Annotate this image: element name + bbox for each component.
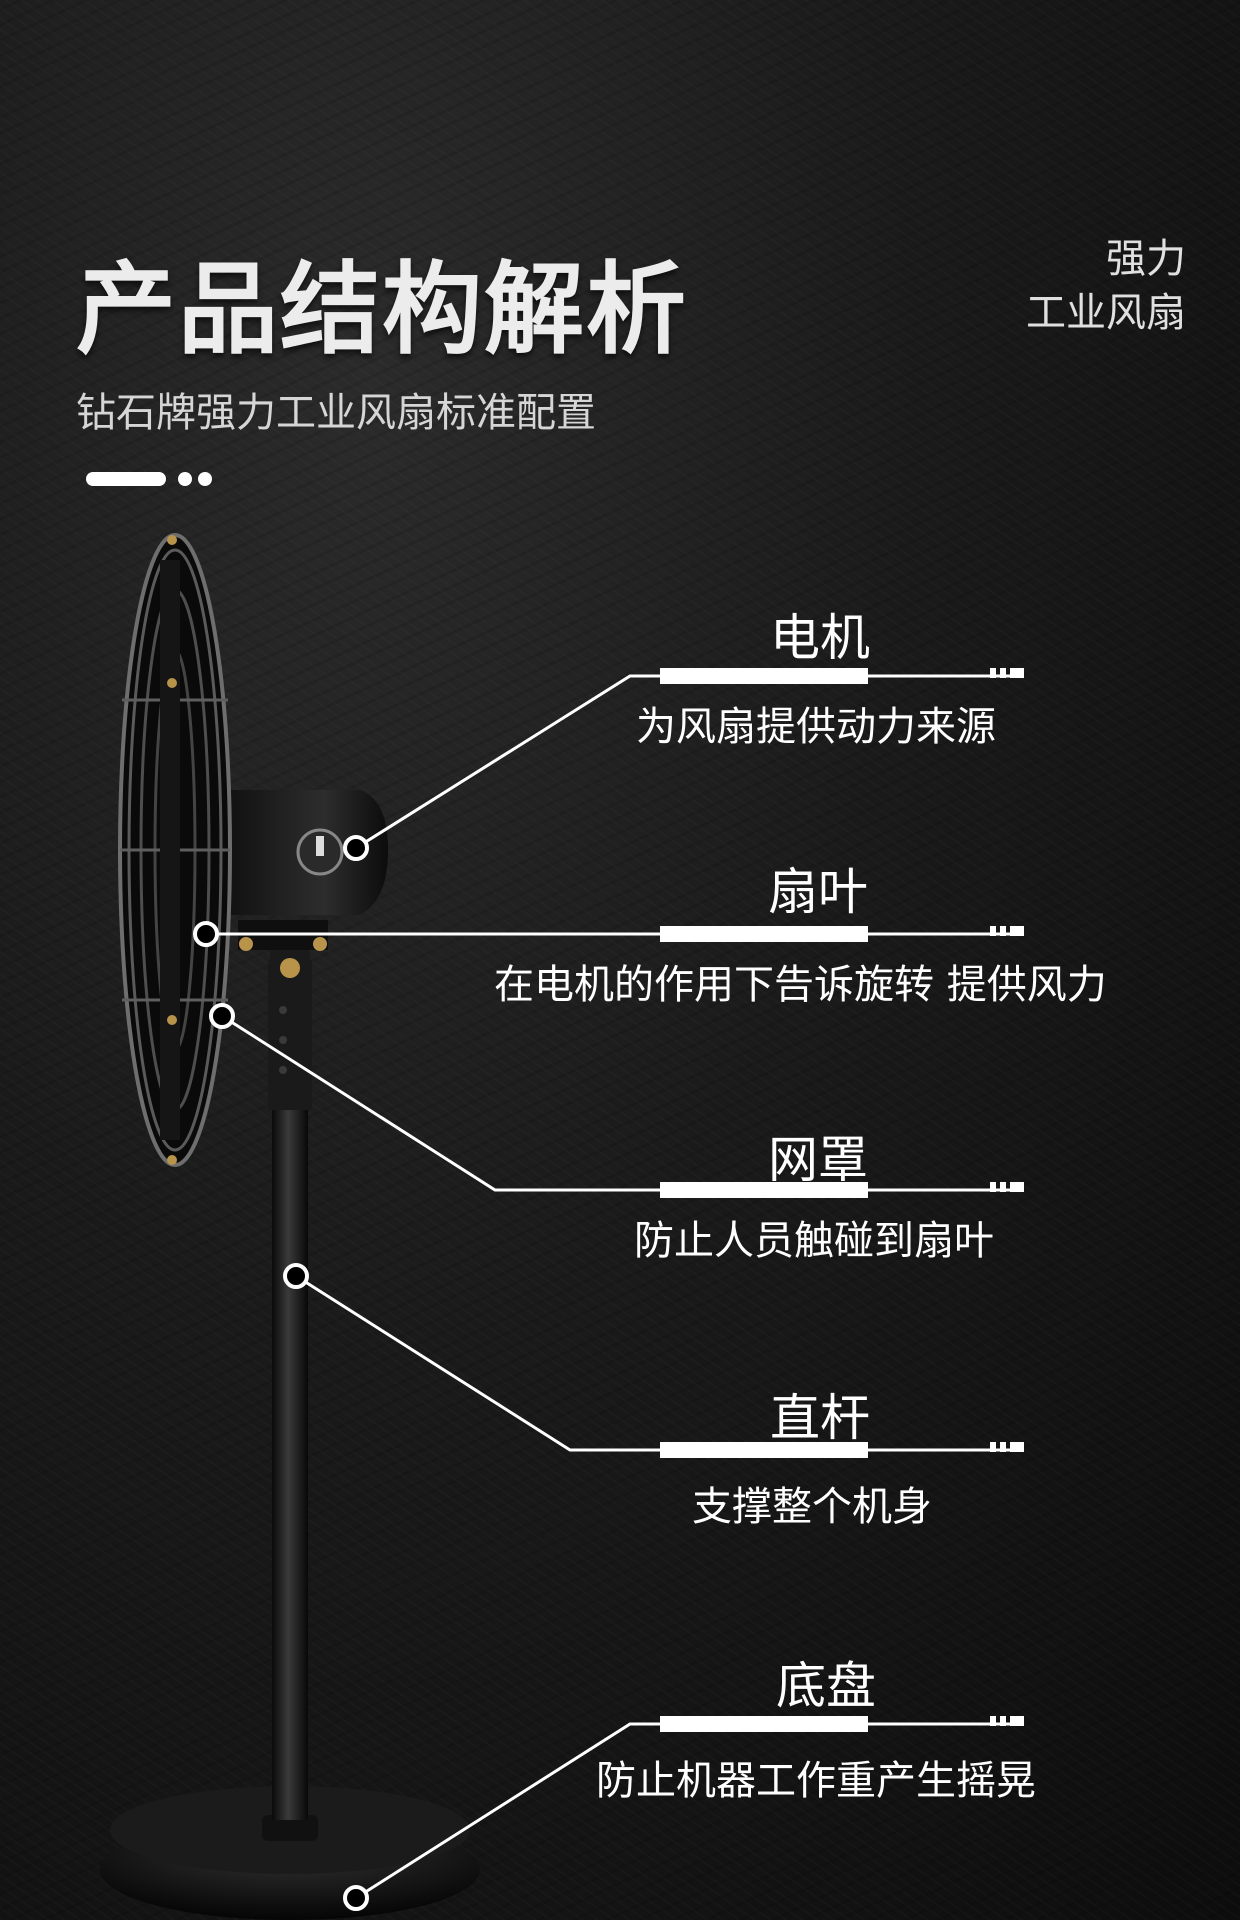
callout-line-base [355, 1722, 1010, 1900]
decorative-dot [198, 472, 212, 486]
anchor-blade [193, 921, 219, 947]
product-tag: 强力 工业风扇 [1026, 232, 1186, 340]
fan-guard [118, 533, 232, 1167]
part-title-guard: 网罩 [768, 1131, 868, 1189]
decorative-bar [86, 472, 166, 486]
decorative-dot [178, 472, 192, 486]
callout-line-motor [355, 674, 1010, 850]
callout-line-guard [221, 1014, 1010, 1192]
anchor-motor [343, 835, 369, 861]
page-title: 产品结构解析 [76, 251, 688, 368]
part-title-base: 底盘 [776, 1657, 876, 1715]
base-collar [262, 1815, 318, 1841]
anchor-pole [283, 1263, 309, 1289]
page-subtitle: 钻石牌强力工业风扇标准配置 [76, 390, 596, 436]
part-title-pole: 直杆 [770, 1389, 870, 1447]
part-desc-base: 防止机器工作重产生摇晃 [596, 1758, 1036, 1804]
part-title-blade: 扇叶 [768, 863, 868, 921]
part-title-motor: 电机 [770, 609, 870, 667]
tilt-knob-icon [280, 958, 300, 978]
product-tag-line-2: 工业风扇 [1026, 290, 1186, 336]
part-desc-blade: 在电机的作用下告诉旋转 提供风力 [494, 962, 1107, 1008]
anchor-guard [209, 1003, 235, 1029]
part-desc-motor: 为风扇提供动力来源 [636, 704, 996, 750]
part-desc-guard: 防止人员触碰到扇叶 [634, 1218, 994, 1264]
callout-line-pole [295, 1274, 1010, 1452]
part-desc-pole: 支撑整个机身 [692, 1484, 932, 1530]
product-tag-line-1: 强力 [1106, 236, 1186, 282]
anchor-base [343, 1885, 369, 1911]
